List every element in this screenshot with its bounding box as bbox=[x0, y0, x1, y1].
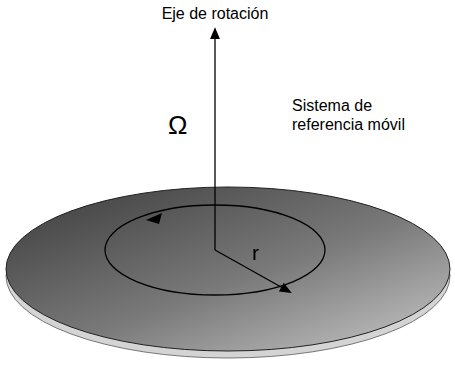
disk-top bbox=[6, 187, 450, 351]
rotation-arrowhead bbox=[146, 213, 162, 224]
rotation-axis bbox=[214, 29, 215, 250]
frame-label: Sistema de referencia móvil bbox=[292, 96, 442, 134]
axis-label: Eje de rotación bbox=[162, 4, 269, 23]
omega-symbol: Ω bbox=[168, 110, 187, 141]
radius-label: r bbox=[252, 240, 259, 265]
